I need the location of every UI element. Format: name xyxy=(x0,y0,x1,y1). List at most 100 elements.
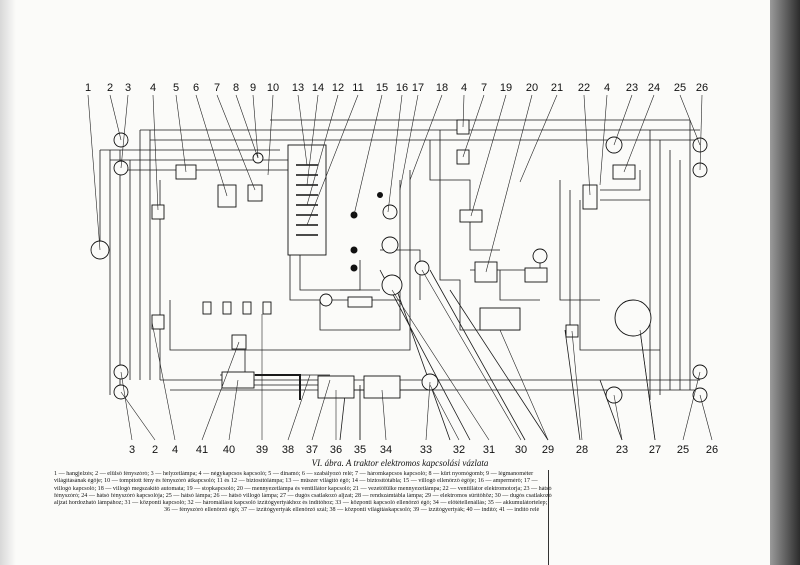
leader-bottom-7 xyxy=(311,379,331,441)
leader-bottom-13 xyxy=(391,289,490,441)
callout-top-13: 11 xyxy=(352,82,363,94)
callout-top-23: 22 xyxy=(578,82,590,94)
leader-top-3 xyxy=(152,94,159,211)
leader-top-25 xyxy=(613,94,633,146)
callout-bottom-19: 25 xyxy=(677,444,689,456)
callout-top-6: 7 xyxy=(214,82,220,94)
callout-top-20: 19 xyxy=(500,82,512,94)
blinker-indicator xyxy=(382,204,398,220)
leader-bottom-12 xyxy=(429,384,460,441)
callout-top-0: 1 xyxy=(85,82,91,94)
legend-line: fényszóró; 24 — hátsó fényszóró kapcsoló… xyxy=(54,492,552,499)
callout-top-25: 23 xyxy=(626,82,638,94)
callout-top-3: 4 xyxy=(150,82,156,94)
callout-bottom-20: 26 xyxy=(706,444,718,456)
leader-top-17 xyxy=(409,94,443,181)
leader-bottom-20 xyxy=(699,394,713,441)
leader-top-0 xyxy=(87,94,101,251)
callout-top-7: 8 xyxy=(233,82,239,94)
leader-top-8 xyxy=(252,94,259,159)
leader-bottom-2 xyxy=(151,321,176,441)
three-way-switch xyxy=(247,184,263,202)
callout-bottom-18: 27 xyxy=(649,444,661,456)
glow-plug-2 xyxy=(222,301,232,315)
leader-top-13 xyxy=(306,94,359,226)
blinker-lamp xyxy=(377,192,383,198)
callout-top-2: 3 xyxy=(125,82,131,94)
callout-bottom-14: 30 xyxy=(515,444,527,456)
headlight-indicator-lamp xyxy=(350,264,358,272)
leader-top-2 xyxy=(120,94,129,169)
leader-top-14 xyxy=(353,94,383,216)
leader-top-11 xyxy=(306,94,319,186)
diagram-caption: VI. ábra. A traktor elektromos kapcsolás… xyxy=(311,458,489,468)
callout-bottom-12: 32 xyxy=(453,444,465,456)
callout-top-4: 5 xyxy=(173,82,179,94)
leader-top-28 xyxy=(699,94,703,171)
callout-bottom-0: 3 xyxy=(129,444,135,456)
ammeter xyxy=(381,236,399,254)
ventilator-motor xyxy=(479,307,521,331)
leader-bottom-4 xyxy=(228,379,239,441)
leader-top-4 xyxy=(175,94,187,173)
callout-top-15: 16 xyxy=(396,82,408,94)
legend: 1 — hangjelzés; 2 — elülső fényszóró; 3 … xyxy=(54,471,754,515)
components-layer xyxy=(90,119,708,404)
plug-socket xyxy=(524,267,548,283)
leader-bottom-11 xyxy=(425,381,431,441)
resistor xyxy=(347,296,373,308)
leader-top-26 xyxy=(623,94,655,173)
callout-bottom-10: 34 xyxy=(380,444,392,456)
callout-bottom-13: 31 xyxy=(483,444,495,456)
callout-bottom-15: 29 xyxy=(542,444,554,456)
callout-top-21: 20 xyxy=(526,82,538,94)
leader-top-15 xyxy=(387,94,403,213)
callout-bottom-3: 41 xyxy=(196,444,208,456)
legend-line: 36 — fényszóró ellenőrző égő; 37 — izzít… xyxy=(164,507,540,514)
callout-top-27: 25 xyxy=(674,82,686,94)
leader-bottom-3 xyxy=(201,341,240,441)
scan-shadow-right xyxy=(770,0,800,565)
callout-top-17: 18 xyxy=(436,82,448,94)
leader-top-10 xyxy=(297,94,308,166)
callout-bottom-6: 38 xyxy=(282,444,294,456)
legend-line: villogó kapcsoló; 18 — villogó megszakít… xyxy=(54,485,552,492)
leader-top-20 xyxy=(470,94,507,217)
callout-bottom-8: 36 xyxy=(330,444,342,456)
leader-top-22 xyxy=(519,94,558,183)
callout-top-19: 7 xyxy=(481,82,487,94)
fuse-box xyxy=(287,144,327,256)
callout-top-8: 9 xyxy=(250,82,256,94)
leader-top-7 xyxy=(235,94,259,159)
callout-bottom-2: 4 xyxy=(172,444,178,456)
wiring-diagram: 1234567891013141211151617184719202122423… xyxy=(85,82,718,456)
callout-top-28: 26 xyxy=(696,82,708,94)
indicator-lamps xyxy=(350,192,383,272)
leader-top-18 xyxy=(462,94,465,128)
callout-bottom-17: 23 xyxy=(616,444,628,456)
callout-top-14: 15 xyxy=(376,82,388,94)
callout-bottom-7: 37 xyxy=(306,444,318,456)
leader-top-19 xyxy=(462,94,485,158)
leader-bottom-18 xyxy=(639,329,656,441)
callout-bottom-16: 28 xyxy=(576,444,588,456)
callout-top-1: 2 xyxy=(107,82,113,94)
callout-top-22: 21 xyxy=(551,82,563,94)
callout-bottom-1: 2 xyxy=(152,444,158,456)
leader-top-27 xyxy=(679,94,701,146)
leader-bottom-16 xyxy=(571,330,583,441)
leader-top-24 xyxy=(599,94,608,186)
callout-top-10: 13 xyxy=(292,82,304,94)
central-switch-lamp xyxy=(319,293,333,307)
callout-top-11: 14 xyxy=(312,82,324,94)
leader-top-12 xyxy=(306,94,339,206)
callout-top-26: 24 xyxy=(648,82,660,94)
leader-top-21 xyxy=(485,94,533,273)
callout-top-16: 17 xyxy=(412,82,424,94)
scan-shadow-left xyxy=(0,0,16,565)
leader-top-1 xyxy=(109,94,122,141)
legend-line: 1 — hangjelzés; 2 — elülső fényszóró; 3 … xyxy=(54,471,534,477)
leader-top-23 xyxy=(583,94,591,196)
